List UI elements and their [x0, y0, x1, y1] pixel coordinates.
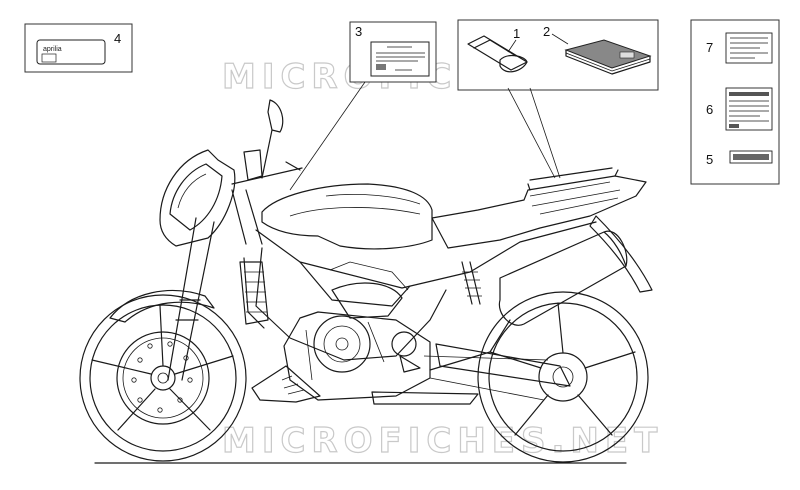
frame-top [255, 221, 597, 289]
motorcycle-drawing [79, 99, 653, 463]
side-panel [331, 282, 403, 319]
leader-3 [289, 81, 366, 191]
callout-6: 6 [706, 102, 713, 117]
part-5-6-7-box[interactable]: 7 6 5 [690, 19, 780, 185]
callout-7: 7 [706, 40, 713, 55]
exhaust-silencer [498, 230, 628, 326]
rear-wheel [477, 291, 649, 463]
belly-pan [251, 365, 321, 403]
callout-2: 2 [543, 24, 550, 39]
callout-5: 5 [706, 152, 713, 167]
mirror [267, 99, 284, 133]
fuel-tank [261, 183, 433, 250]
license-bracket [589, 215, 653, 293]
watermark-bottom: MICROFICHES.NET [222, 421, 663, 461]
front-mudguard [109, 290, 215, 323]
headlight-fairing [159, 149, 236, 247]
callout-3: 3 [355, 24, 362, 39]
aprilia-decal [36, 39, 106, 65]
part-3-box[interactable]: 3 [289, 21, 437, 191]
seat-tail [431, 175, 647, 249]
swingarm [435, 343, 571, 387]
decal-brand-label: aprilia [43, 46, 62, 53]
callout-1: 1 [513, 26, 520, 41]
front-fork [167, 217, 215, 381]
part-1-pouch [467, 35, 528, 73]
part-2-booklet [564, 39, 652, 75]
callout-4: 4 [114, 31, 121, 46]
radiator [239, 261, 269, 325]
engine [283, 311, 431, 401]
part-4-box[interactable]: aprilia 4 [24, 23, 133, 73]
part-1-2-box[interactable]: 1 2 [457, 19, 659, 179]
front-wheel [79, 294, 247, 462]
